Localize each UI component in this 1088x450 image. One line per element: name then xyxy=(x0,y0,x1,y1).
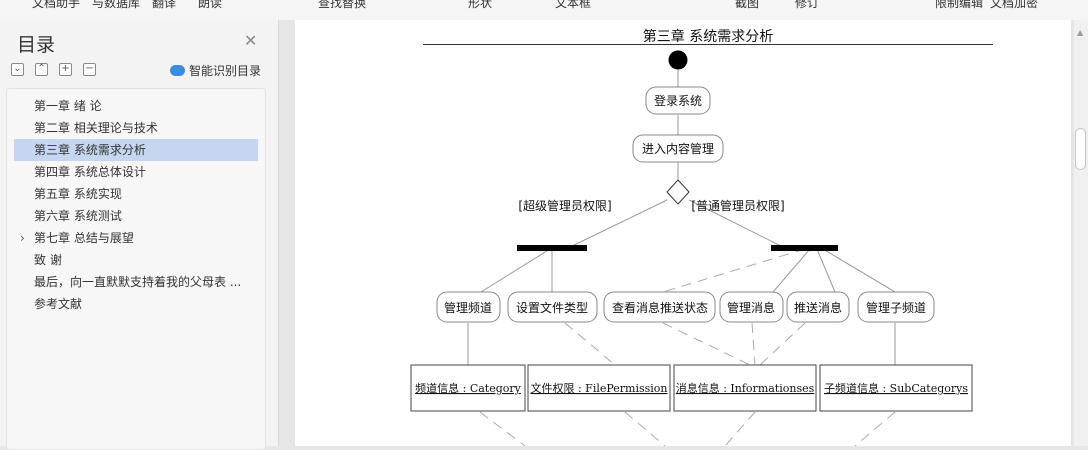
ribbon-toolbar: 文档助手 与数据库 翻译 朗读 查找替换 形状 文本框 截图 修订 限制编辑 文… xyxy=(0,0,1088,21)
add-level-icon[interactable]: + xyxy=(59,63,72,76)
toc-item-label: 参考文献 xyxy=(34,297,83,311)
flow-line xyxy=(567,199,668,249)
toc-item-label: 第二章 相关理论与技术 xyxy=(34,121,158,135)
toc-item[interactable]: 第六章 系统测试 xyxy=(14,205,258,227)
smart-toc-button[interactable]: 智能识别目录 xyxy=(170,62,261,79)
page-header: 第三章 系统需求分析 xyxy=(642,29,774,45)
flow-line xyxy=(480,248,551,293)
fork-bar-right xyxy=(771,245,838,251)
flow-line xyxy=(772,248,811,293)
toolbar-item[interactable]: 修订 xyxy=(795,0,820,10)
toc-item-label: 最后，向一直默默支持着我的父母表 ... xyxy=(34,275,242,289)
dashed-flow xyxy=(724,411,756,446)
toolbar-item[interactable]: 朗读 xyxy=(198,0,223,10)
object-label: 频道信息 : Category xyxy=(415,381,522,395)
vertical-scrollbar[interactable]: ▲ xyxy=(1074,20,1088,446)
toc-item[interactable]: 第一章 绪 论 xyxy=(14,95,258,117)
toc-title: 目录 xyxy=(17,34,56,56)
action-node xyxy=(507,291,598,323)
toc-item-label: 第七章 总结与展望 xyxy=(34,231,134,245)
toolbar-item[interactable]: 形状 xyxy=(468,0,493,10)
scroll-up-icon[interactable]: ▲ xyxy=(1077,28,1084,37)
object-label: 文件权限 : FilePermission xyxy=(530,381,667,395)
toc-item[interactable]: 第二章 相关理论与技术 xyxy=(14,117,258,139)
toc-item-label: 第六章 系统测试 xyxy=(34,209,122,223)
dashed-flow xyxy=(564,322,616,366)
document-area: 第三章 系统需求分析 xyxy=(279,20,1074,446)
action-node xyxy=(786,291,850,323)
action-node xyxy=(857,291,935,323)
action-label: 设置文件类型 xyxy=(516,300,588,315)
toolbar-item[interactable]: 查找替换 xyxy=(318,0,367,10)
toc-item-label: 第三章 系统需求分析 xyxy=(34,143,146,157)
toolbar-item[interactable]: 文本框 xyxy=(555,0,592,10)
flow-line xyxy=(688,199,786,249)
action-label: 管理子频道 xyxy=(866,300,926,315)
activity-diagram: 登录系统 进入内容管理 [超级管理员权限] [普通管理员权限] 管理频道 设置文… xyxy=(410,50,973,446)
dashed-flow xyxy=(662,248,806,293)
close-icon[interactable]: ✕ xyxy=(244,31,258,50)
toc-item-active[interactable]: 第三章 系统需求分析 xyxy=(14,139,258,161)
object-node xyxy=(410,364,526,412)
action-label: 查看消息推送状态 xyxy=(612,300,708,315)
dashed-flow xyxy=(759,322,806,366)
smart-toc-label: 智能识别目录 xyxy=(189,64,262,78)
scroll-thumb[interactable] xyxy=(1075,128,1086,170)
decision-node xyxy=(666,179,690,205)
action-enter xyxy=(632,134,724,163)
object-node xyxy=(673,364,817,412)
object-label: 消息信息 : Informationses xyxy=(676,381,815,395)
toc-item[interactable]: 致 谢 xyxy=(14,249,258,271)
object-node xyxy=(819,364,973,412)
flow-line xyxy=(816,248,836,293)
toc-item-label: 第四章 系统总体设计 xyxy=(34,165,146,179)
document-page: 第三章 系统需求分析 xyxy=(295,20,1071,446)
toc-item[interactable]: › 第七章 总结与展望 xyxy=(14,227,258,249)
toolbar-item[interactable]: 与数据库 xyxy=(92,0,141,10)
action-login xyxy=(645,86,711,115)
toolbar-item[interactable]: 翻译 xyxy=(152,0,177,10)
start-node xyxy=(668,50,688,70)
dashed-flow xyxy=(662,322,751,366)
collapse-all-icon[interactable]: ⌃ xyxy=(35,63,48,76)
object-node xyxy=(527,364,671,412)
toc-list: 第一章 绪 论 第二章 相关理论与技术 第三章 系统需求分析 第四章 系统总体设… xyxy=(6,88,266,450)
action-label: 推送消息 xyxy=(794,300,842,315)
toc-item[interactable]: 参考文献 xyxy=(14,293,258,315)
action-label: 登录系统 xyxy=(654,93,702,108)
toolbar-item[interactable]: 截图 xyxy=(735,0,760,10)
action-node xyxy=(603,291,716,323)
object-label: 子频道信息 : SubCategorys xyxy=(824,381,968,395)
toc-item[interactable]: 第五章 系统实现 xyxy=(14,183,258,205)
fork-bar-left xyxy=(517,245,587,251)
toolbar-item[interactable]: 限制编辑 xyxy=(935,0,984,10)
action-label: 管理频道 xyxy=(444,300,492,315)
toc-item[interactable]: 最后，向一直默默支持着我的父母表 ... xyxy=(14,271,258,293)
expand-all-icon[interactable]: ⌄ xyxy=(11,63,24,76)
guard-label: [超级管理员权限] xyxy=(518,198,611,213)
cloud-icon xyxy=(170,65,185,76)
toolbar-item[interactable]: 文档加密 xyxy=(990,0,1039,10)
toc-item-label: 第一章 绪 论 xyxy=(34,99,102,113)
flow-line xyxy=(822,248,896,293)
action-label: 进入内容管理 xyxy=(642,141,714,156)
action-label: 管理消息 xyxy=(727,300,775,315)
guard-label: [普通管理员权限] xyxy=(691,198,784,213)
dashed-flow xyxy=(624,411,666,446)
remove-level-icon[interactable]: − xyxy=(83,63,96,76)
action-node xyxy=(719,291,784,323)
dashed-flow xyxy=(479,411,526,446)
toolbar-item[interactable]: 文档助手 xyxy=(32,0,81,10)
toc-item[interactable]: 第四章 系统总体设计 xyxy=(14,161,258,183)
dashed-flow xyxy=(751,322,756,366)
action-node xyxy=(436,291,501,323)
toc-item-label: 致 谢 xyxy=(34,253,62,267)
toc-item-label: 第五章 系统实现 xyxy=(34,187,122,201)
chevron-right-icon[interactable]: › xyxy=(20,231,25,245)
toc-sidebar: 目录 ✕ ⌄ ⌃ + − 智能识别目录 第一章 绪 论 第二章 相关理论与技术 … xyxy=(0,20,279,450)
header-rule xyxy=(423,44,993,45)
dashed-flow xyxy=(854,411,896,446)
